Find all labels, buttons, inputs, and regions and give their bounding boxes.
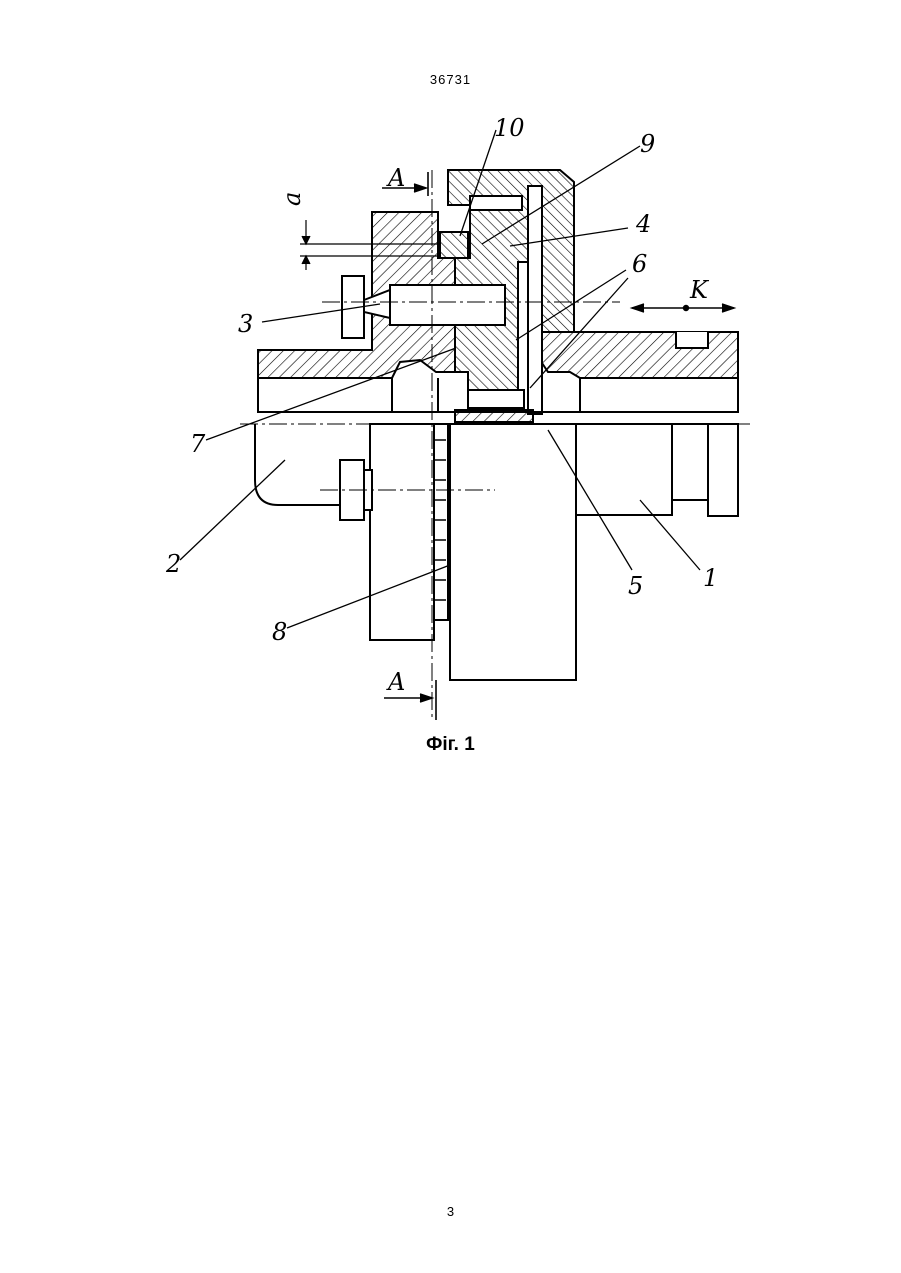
label-7: 7 — [190, 430, 206, 458]
end-cap — [672, 424, 708, 500]
label-1: 1 — [703, 564, 718, 592]
dimension-label: a — [278, 192, 306, 206]
flange-left — [370, 424, 434, 640]
pin-10 — [440, 232, 468, 258]
label-8: 8 — [272, 618, 287, 646]
label-9: 9 — [640, 130, 655, 158]
direction-label: K — [689, 276, 710, 304]
page-number: 3 — [0, 1204, 901, 1219]
label-6: 6 — [632, 250, 647, 278]
label-5: 5 — [628, 572, 643, 600]
label-2: 2 — [165, 550, 181, 578]
label-3: 3 — [238, 310, 253, 338]
figure-caption: Фiг. 1 — [0, 734, 901, 756]
gear-bottom — [468, 390, 524, 408]
flange-right — [450, 424, 576, 680]
label-10: 10 — [494, 114, 525, 142]
gear-top — [470, 196, 522, 210]
end-cap-2 — [708, 424, 738, 516]
section-label-top: A — [386, 164, 405, 192]
bolt-3-body — [390, 285, 505, 325]
disc-8 — [434, 424, 448, 620]
keyway — [676, 332, 708, 348]
label-4: 4 — [635, 210, 651, 238]
section-label-bottom: A — [386, 668, 405, 696]
right-plate — [528, 186, 542, 414]
